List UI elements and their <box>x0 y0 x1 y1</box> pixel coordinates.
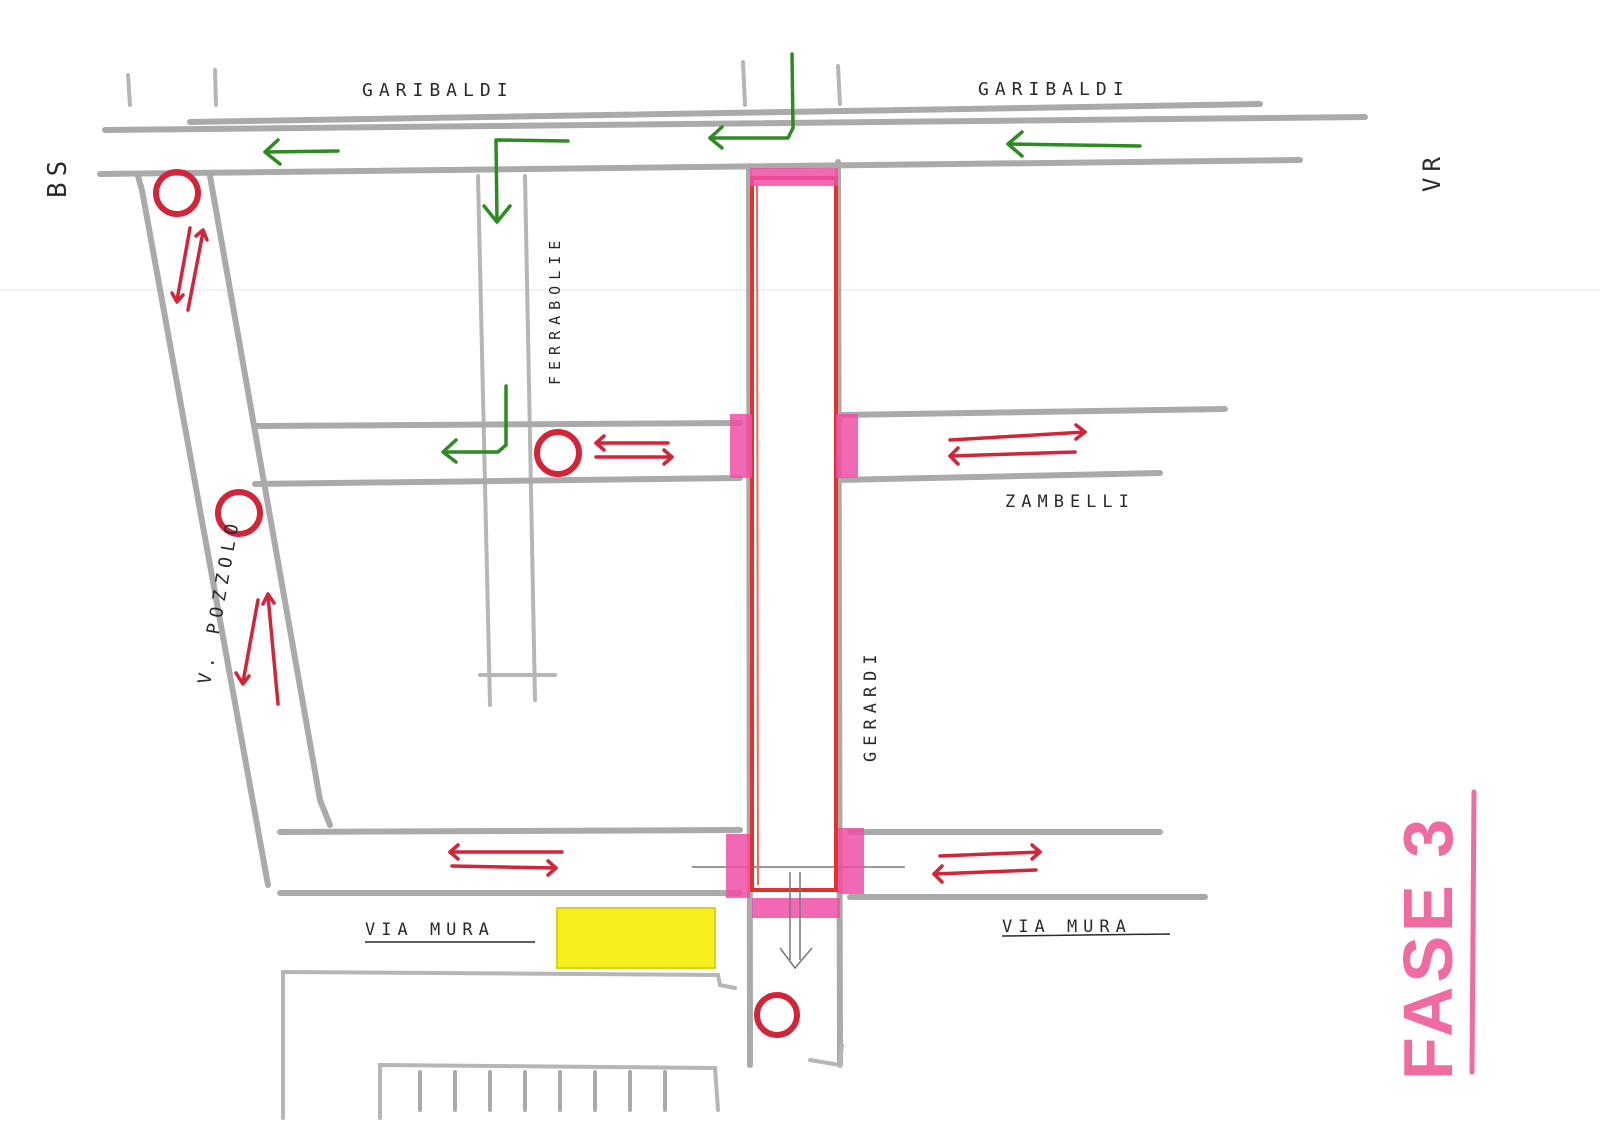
label-vr: VR <box>1418 151 1446 192</box>
road-stub <box>741 60 747 107</box>
two-way-arrow-zambelli-west <box>594 434 674 466</box>
one-way-arrow-garibaldi-west <box>263 138 340 166</box>
label-mura-right-underline <box>1001 933 1171 937</box>
parking-area <box>556 907 716 969</box>
road-zambelli-south-edge-west <box>252 475 743 487</box>
no-access-circle <box>153 169 201 217</box>
road-ferrabolie-west-edge <box>476 174 492 707</box>
label-mura-left: VIA MURA <box>365 920 495 940</box>
barrier-gerardi-south <box>752 898 840 918</box>
road-lower-lot-outline <box>281 969 722 1120</box>
road-garibaldi-north-edge <box>102 114 1368 133</box>
no-access-markers <box>153 169 800 1038</box>
two-way-arrow-zambelli-east <box>948 423 1087 466</box>
road-stub <box>126 73 132 107</box>
no-access-circle <box>754 992 800 1038</box>
two-way-arrow-pozzolo-lower <box>234 592 280 706</box>
one-way-arrow-ferrabolie-turn <box>482 138 570 224</box>
barrier-garibaldi <box>750 168 838 186</box>
exit-arrow-south <box>779 872 813 970</box>
no-access-circle <box>534 429 582 477</box>
one-way-arrow-garibaldi-east <box>1006 130 1142 158</box>
building-outline <box>378 1062 720 1120</box>
barriers <box>726 168 864 918</box>
label-ferrabolie: FERRABOLIE <box>546 235 564 385</box>
one-way-arrows <box>263 52 1142 464</box>
road-network <box>97 60 1368 1120</box>
building-hatching <box>418 1070 667 1112</box>
road-garibaldi-south-edge <box>97 157 1303 177</box>
road-zambelli-south-edge-east <box>837 470 1163 483</box>
road-lower-corner <box>808 1043 844 1068</box>
road-ferrabolie-east-edge <box>523 174 537 702</box>
label-bs: BS <box>43 155 73 198</box>
barrier-mura-west <box>726 834 750 898</box>
label-zambelli: ZAMBELLI <box>1005 492 1135 512</box>
road-garibaldi-median <box>187 101 1263 125</box>
road-pozzolo-west-edge <box>135 173 271 888</box>
two-way-arrow-mura-east <box>932 843 1042 884</box>
road-gerardi-west-edge <box>746 163 753 1068</box>
label-gerardi: GERARDI <box>861 648 881 762</box>
phase-title-underline <box>1469 789 1477 1075</box>
road-pozzolo-east-edge <box>207 173 333 828</box>
road-mura-north-edge-west <box>277 827 743 835</box>
closed-section-gerardi <box>750 176 838 892</box>
label-garibaldi-left: GARIBALDI <box>362 80 514 101</box>
closed-section-inner-line <box>756 184 759 886</box>
road-zambelli-north-edge-west <box>252 420 743 429</box>
road-zambelli-north-edge-east <box>837 406 1228 418</box>
no-access-circle <box>215 489 263 537</box>
barrier-mura-east <box>838 828 864 894</box>
road-gerardi-east-edge <box>835 159 843 1068</box>
one-way-arrow-ferrabolie-exit <box>441 384 508 464</box>
label-pozzolo: V. POZZOLO <box>194 516 244 685</box>
label-mura-right: VIA MURA <box>1002 917 1132 937</box>
two-way-arrow-mura-west <box>448 843 564 877</box>
two-way-arrows <box>170 226 1087 884</box>
barrier-zambelli-east <box>836 414 858 478</box>
two-way-arrow-pozzolo-upper <box>170 226 209 312</box>
road-lower-lot-corner <box>718 983 737 990</box>
label-garibaldi-right: GARIBALDI <box>978 79 1130 100</box>
road-stub <box>836 64 842 106</box>
road-stub <box>213 68 218 107</box>
one-way-arrow-gerardi-north-turn <box>708 52 795 150</box>
phase-title: FASE 3 <box>1389 815 1467 1080</box>
barrier-zambelli-west <box>730 414 752 478</box>
